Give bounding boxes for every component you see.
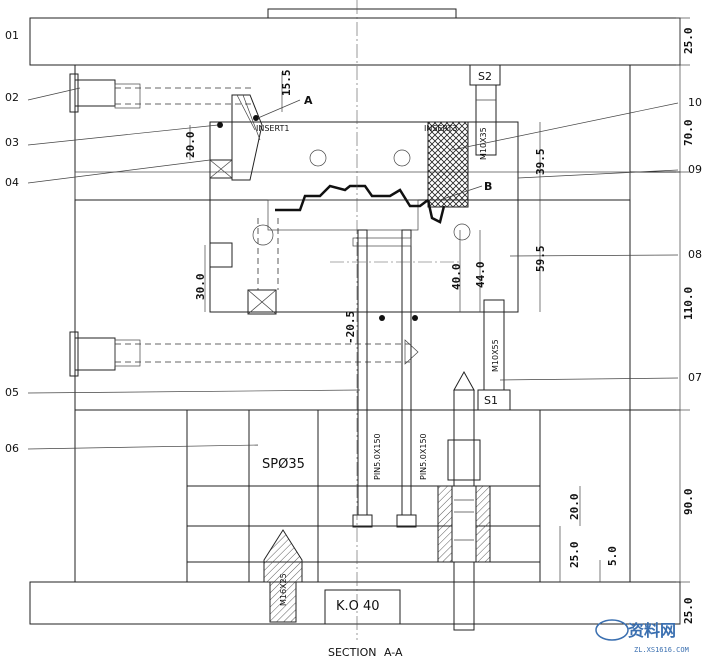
- screw-s2: [469, 64, 501, 156]
- dim-25-bottom: 25.0: [682, 598, 695, 625]
- leader-lines: [27, 87, 679, 450]
- screw-lower-left: [69, 331, 419, 377]
- ejector-housing: [74, 409, 631, 583]
- label-02: 02: [5, 91, 19, 104]
- ejector-pins: [352, 229, 417, 528]
- dim-70: 70.0: [682, 120, 695, 147]
- label-09: 09: [688, 163, 702, 176]
- dim-5: 5.0: [606, 546, 619, 566]
- screw-s1: [477, 299, 511, 411]
- sprue-label: SPØ35: [262, 457, 305, 472]
- dim-20-5: -20.5: [344, 311, 357, 344]
- label-10: 10: [688, 96, 702, 109]
- dimension-lines: [189, 17, 690, 624]
- sprue-bushing: [248, 409, 319, 623]
- label-06: 06: [5, 442, 19, 455]
- dim-44: 44.0: [474, 262, 487, 289]
- support-pillar: [209, 218, 279, 315]
- label-07: 07: [688, 371, 702, 384]
- label-05: 05: [5, 386, 19, 399]
- dim-20-left: 20.0: [184, 132, 197, 159]
- hook-profile: [426, 199, 446, 224]
- top-clamp-plate: [29, 8, 681, 66]
- dim-40: 40.0: [450, 264, 463, 291]
- angle-pin: [209, 94, 263, 181]
- watermark-url: ZL.XS1616.COM: [634, 646, 689, 654]
- watermark-text: 资料网: [628, 621, 676, 640]
- cooling-symbols: [217, 115, 471, 321]
- molded-part-profile: [275, 184, 429, 212]
- cavity-insert: [209, 121, 519, 313]
- a-plate: [74, 64, 680, 201]
- b-plate: [74, 199, 680, 411]
- ko-label: K.O 40: [336, 599, 380, 614]
- insert1-label: INSERT1: [256, 124, 289, 133]
- screw-upper-left: [69, 73, 255, 113]
- s1-label: S1: [484, 394, 498, 407]
- watermark: 资料网 ZL.XS1616.COM: [595, 619, 689, 654]
- insert-hatched-block: [427, 121, 469, 208]
- caption-aa: A-A: [384, 646, 403, 659]
- dim-30: 30.0: [194, 274, 207, 301]
- dim-39-5: 39.5: [534, 149, 547, 176]
- s2-label: S2: [478, 70, 492, 83]
- label-03: 03: [5, 136, 19, 149]
- point-b: B: [484, 180, 492, 193]
- label-04: 04: [5, 176, 19, 189]
- m10-top-label: M10X35: [479, 127, 488, 160]
- dim-20-right: 20.0: [568, 494, 581, 521]
- dim-15-5: 15.5: [280, 70, 293, 97]
- pin-label-1: PIN5.0X150: [373, 433, 382, 480]
- label-08: 08: [688, 248, 702, 261]
- m16-label: M16X25: [279, 573, 288, 606]
- dim-90: 90.0: [682, 489, 695, 516]
- caption-section: SECTION: [328, 646, 376, 659]
- pin-label-2: PIN5.0X150: [419, 433, 428, 480]
- dim-25-small: 25.0: [568, 542, 581, 569]
- return-pin: [437, 370, 491, 631]
- m10-low-label: M10X55: [491, 339, 500, 372]
- dim-25-top: 25.0: [682, 28, 695, 55]
- insert3-label: INSERT3: [424, 124, 457, 133]
- dim-110: 110.0: [682, 287, 695, 320]
- label-01: 01: [5, 29, 19, 42]
- point-a: A: [304, 94, 313, 107]
- dim-59-5: 59.5: [534, 246, 547, 273]
